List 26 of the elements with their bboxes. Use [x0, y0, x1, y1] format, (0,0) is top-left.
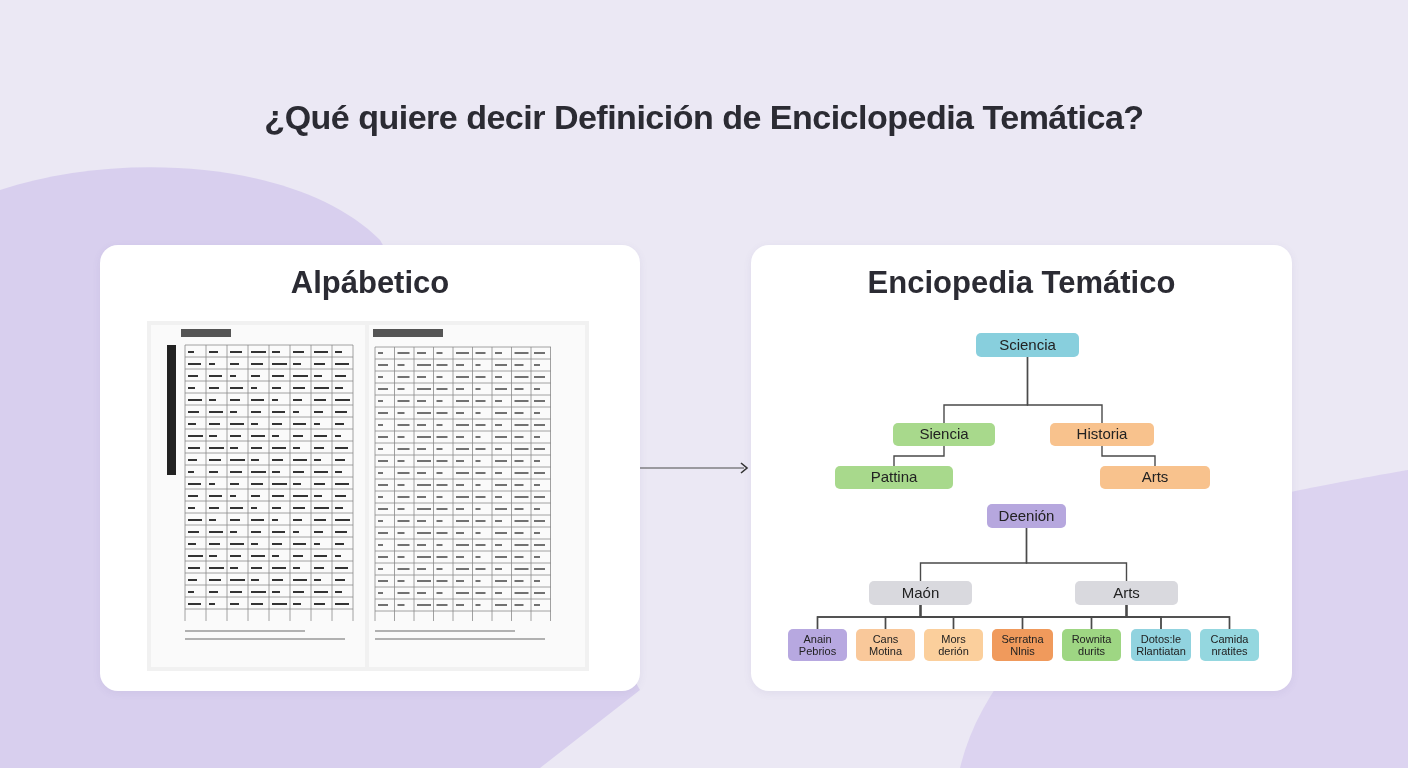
leaf-box: Dotos:le Rlantiatan: [1131, 629, 1191, 661]
tree-connector: [893, 445, 945, 467]
tree-connector: [1101, 445, 1156, 467]
category-box: Pattina: [835, 466, 953, 489]
category-box: Maón: [869, 581, 972, 605]
panel-heading: Enciopedia Temático: [866, 265, 1177, 301]
tree-connector: [1125, 604, 1231, 630]
leaf-box: Anain Pebrios: [788, 629, 847, 661]
leaf-box: Serratna Nlnis: [992, 629, 1053, 661]
category-box: Siencia: [893, 423, 995, 446]
leaf-box: Camida nratites: [1200, 629, 1259, 661]
category-box: Arts: [1100, 466, 1210, 489]
title: ¿Qué quiere decir Definición de Enciclopedia Temática?: [263, 98, 1145, 137]
panel-heading: Alpábetico: [289, 265, 451, 301]
leaf-box: Rownita durits: [1062, 629, 1121, 661]
leaf-box: Cans Motina: [856, 629, 915, 661]
leaf-box: Mors derión: [924, 629, 983, 661]
panel-card: [100, 245, 640, 691]
category-box: Deenión: [987, 504, 1066, 528]
tree-connector: [1026, 356, 1103, 424]
category-box: Sciencia: [976, 333, 1079, 357]
category-box: Historia: [1050, 423, 1154, 446]
category-box: Arts: [1075, 581, 1178, 605]
tree-connector: [1025, 527, 1128, 582]
panel-card: [751, 245, 1292, 691]
chevron-arrow: [639, 462, 748, 474]
